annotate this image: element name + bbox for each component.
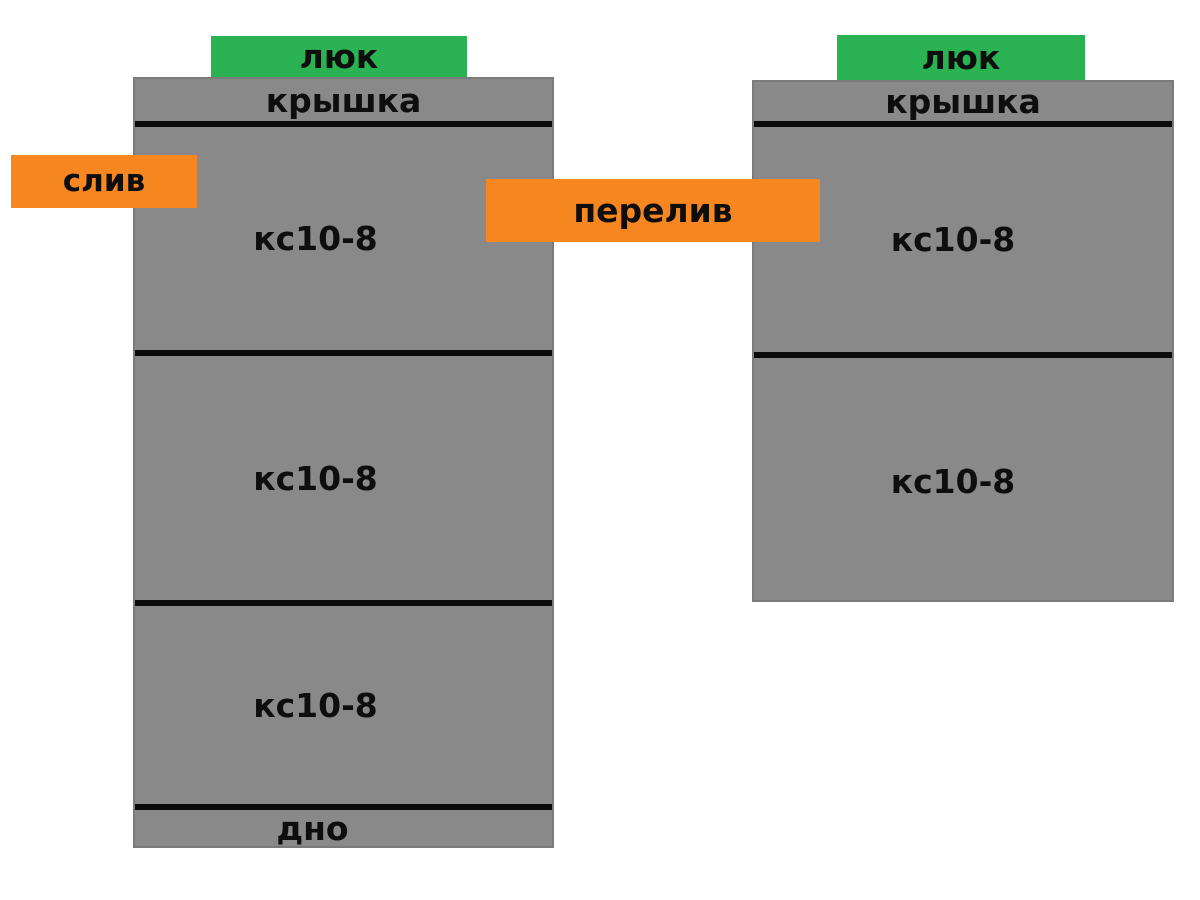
ring-joint-line	[754, 352, 1172, 358]
left-tank-ring-2: кс10-8	[135, 356, 552, 600]
cap-label-right: крышка	[885, 82, 1041, 121]
hatch-label-left: люк	[299, 37, 379, 76]
ring-joint-line	[135, 350, 552, 356]
right-tank-cap-section: крышка	[754, 82, 1172, 121]
left-tank-ring-3: кс10-8	[135, 606, 552, 804]
ring-joint-line	[754, 121, 1172, 127]
ring-joint-line	[135, 804, 552, 810]
ring-joint-line	[135, 121, 552, 127]
hatch-box-left: люк	[211, 36, 467, 77]
left-tank-cap-section: крышка	[135, 79, 552, 121]
right-tank: крышка кс10-8 кс10-8	[752, 80, 1174, 602]
ring-label: кс10-8	[890, 461, 1016, 501]
ring-label: кс10-8	[890, 220, 1016, 259]
right-tank-ring-1: кс10-8	[754, 127, 1172, 352]
ring-label: кс10-8	[253, 458, 378, 498]
left-tank-ring-1: кс10-8	[135, 127, 552, 350]
overflow-label: перелив	[573, 191, 733, 230]
cap-label-left: крышка	[265, 80, 422, 120]
left-tank-bottom-section: дно	[135, 810, 552, 846]
hatch-label-right: люк	[921, 38, 1001, 77]
drain-pipe-box: слив	[11, 155, 197, 208]
ring-label: кс10-8	[253, 219, 378, 258]
ring-joint-line	[135, 600, 552, 606]
ring-label: кс10-8	[253, 685, 378, 725]
left-tank: крышка кс10-8 кс10-8 кс10-8 дно	[133, 77, 554, 848]
hatch-box-right: люк	[837, 35, 1085, 80]
bottom-label: дно	[276, 808, 349, 848]
drain-label: слив	[62, 163, 146, 199]
overflow-pipe-box: перелив	[486, 179, 820, 242]
right-tank-ring-2: кс10-8	[754, 358, 1172, 604]
